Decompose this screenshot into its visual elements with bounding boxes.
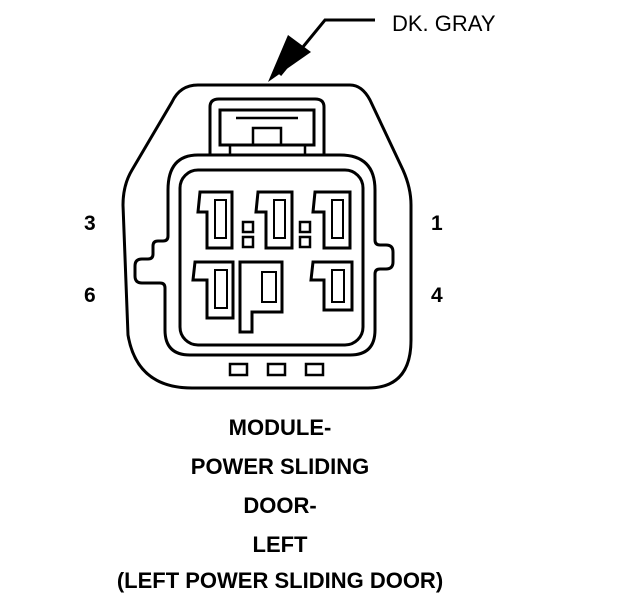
terminal-cavity-3 (196, 190, 234, 250)
caption-line-5: (LEFT POWER SLIDING DOOR) (116, 568, 444, 593)
pin-label-6: 6 (84, 284, 96, 307)
terminal-cavity-4 (309, 260, 354, 312)
callout-leader (268, 18, 375, 82)
locking-latch (208, 97, 326, 155)
caption-line-4: LEFT (252, 532, 308, 557)
terminal-cavity-1 (311, 190, 352, 250)
pin-label-1: 1 (431, 212, 443, 235)
terminal-cavity-5 (238, 260, 284, 334)
wire-color-label: DK. GRAY (392, 11, 496, 36)
terminal-cavity-6 (191, 260, 235, 320)
pin-label-4: 4 (431, 284, 443, 307)
cavity-frame (178, 168, 365, 347)
caption-line-3: DOOR- (243, 493, 317, 518)
connector-inner-wall (133, 153, 395, 357)
connector-housing (121, 83, 413, 390)
polarization-windows (228, 362, 325, 377)
pin-label-3: 3 (84, 212, 96, 235)
cavity-keys (241, 220, 312, 249)
caption-line-2: POWER SLIDING (190, 454, 370, 479)
caption-line-1: MODULE- (228, 415, 332, 440)
terminal-cavity-2 (254, 190, 294, 250)
